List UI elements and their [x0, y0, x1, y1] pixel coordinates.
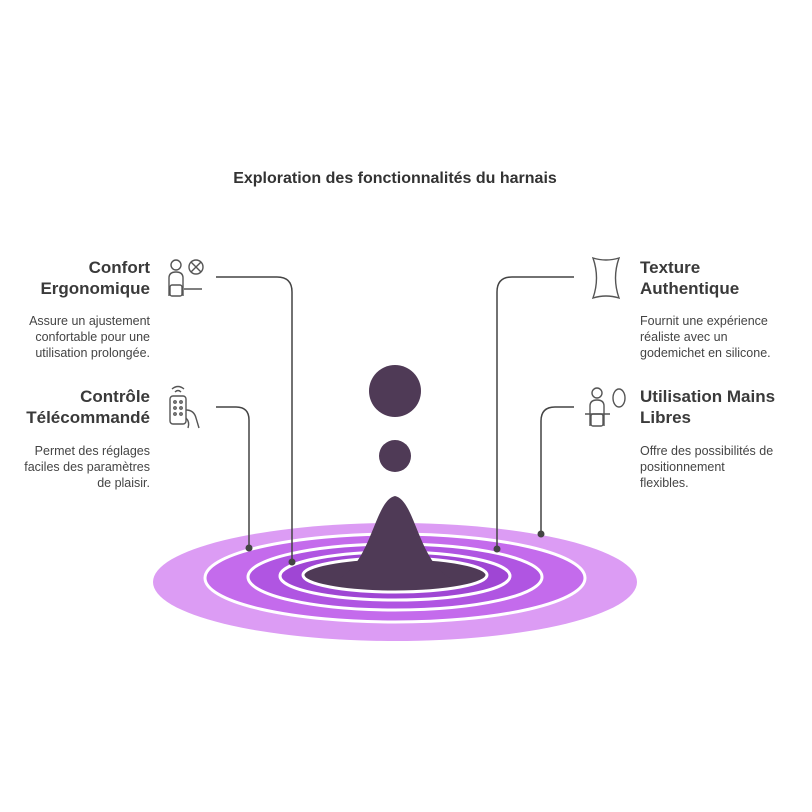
feature-desc-line: Permet des réglages: [34, 444, 150, 458]
feature-desc-line: godemichet en silicone.: [640, 346, 771, 360]
connector-controle: [216, 406, 250, 548]
feature-heading-confort: Confort Ergonomique: [0, 257, 150, 299]
connector-mains-libres: [540, 406, 574, 534]
feature-heading-line: Authentique: [640, 279, 740, 298]
feature-desc-line: confortable pour une: [35, 330, 150, 344]
hourglass-shape-icon: [591, 256, 621, 300]
feature-heading-line: Libres: [640, 408, 692, 427]
feature-desc-line: Fournit une expérience: [640, 314, 768, 328]
feature-desc-line: Assure un ajustement: [29, 314, 150, 328]
connector-dot-mains-libres: [537, 530, 545, 538]
feature-desc-line: flexibles.: [640, 476, 689, 490]
diagram-title: Exploration des fonctionnalités du harna…: [233, 170, 557, 187]
drop-large: [369, 365, 421, 417]
connector-dot-texture: [493, 545, 501, 553]
feature-desc-texture: Fournit une expérience réaliste avec un …: [640, 313, 810, 361]
person-oval-icon: [585, 387, 626, 427]
feature-heading-line: Télécommandé: [26, 408, 150, 427]
connector-confort: [216, 276, 293, 562]
feature-heading-controle: Contrôle Télécommandé: [0, 386, 150, 428]
feature-heading-line: Texture: [640, 258, 701, 277]
feature-desc-controle: Permet des réglages faciles des paramètr…: [0, 443, 150, 491]
feature-desc-line: utilisation prolongée.: [35, 346, 150, 360]
remote-control-icon: [169, 385, 200, 429]
person-cross-icon: [168, 259, 204, 297]
drop-small: [379, 440, 411, 472]
connector-dot-confort: [288, 558, 296, 566]
feature-heading-line: Confort: [88, 258, 150, 277]
connector-dot-controle: [245, 544, 253, 552]
feature-desc-line: réaliste avec un: [640, 330, 728, 344]
feature-desc-line: positionnement: [640, 460, 725, 474]
feature-heading-line: Contrôle: [80, 387, 150, 406]
splash-peak: [340, 496, 450, 578]
feature-desc-line: Offre des possibilités de: [640, 444, 774, 458]
feature-heading-mains-libres: Utilisation Mains Libres: [640, 386, 810, 428]
feature-desc-mains-libres: Offre des possibilités de positionnement…: [640, 443, 810, 491]
feature-heading-line: Ergonomique: [40, 279, 150, 298]
connector-texture: [496, 276, 574, 549]
feature-heading-texture: Texture Authentique: [640, 257, 810, 299]
feature-desc-line: faciles des paramètres: [24, 460, 150, 474]
feature-desc-line: de plaisir.: [97, 476, 150, 490]
feature-desc-confort: Assure un ajustement confortable pour un…: [0, 313, 150, 361]
feature-heading-line: Utilisation Mains: [640, 387, 776, 406]
